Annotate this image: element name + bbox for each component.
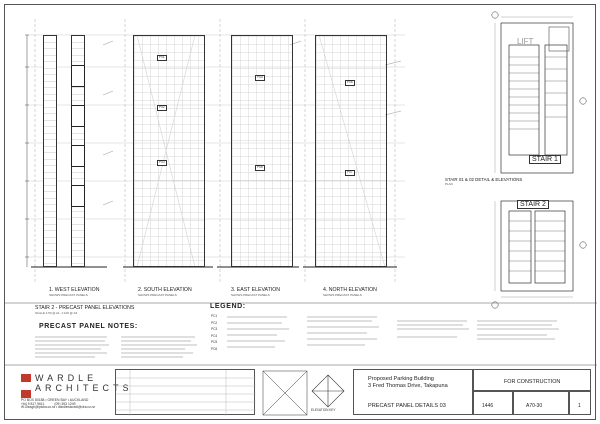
- legend-title: LEGEND:: [210, 303, 246, 310]
- firm-contact: PO BOX 80188 • GREEN BAY • AUCKLAND +64 …: [21, 398, 96, 410]
- west-opening-2: [71, 105, 85, 127]
- legend-list: PC1 PC2 PC3 PC4 PC5 PC6: [211, 314, 311, 352]
- stair-1-label: STAIR 1: [529, 155, 561, 164]
- status-block: FOR CONSTRUCTION: [473, 369, 591, 391]
- drawing-no-cell: A70-30: [513, 391, 569, 415]
- legend-code: PC1: [211, 314, 218, 318]
- panel-tag: P05: [255, 165, 265, 171]
- west-opening-4: [71, 185, 85, 207]
- sheet-title: PRECAST PANEL DETAILS 03: [368, 403, 446, 409]
- legend-code: PC4: [211, 333, 218, 338]
- firm-name-line2: ARCHITECTS: [35, 383, 133, 393]
- job-no: 1446: [482, 403, 494, 409]
- firm-fax: (09) 353 1249: [54, 401, 76, 406]
- firm-address: PO BOX 80188 • GREEN BAY • AUCKLAND: [21, 398, 89, 402]
- legend-code: PC3: [211, 327, 218, 332]
- revision-no: 1: [578, 403, 581, 409]
- stair-detail-title: STAIR 01 & 02 DETAIL & ELEVATIONS PLAN: [445, 177, 523, 186]
- drawing-no: A70-30: [526, 403, 543, 409]
- stair-2-label: STAIR 2: [517, 200, 549, 209]
- notes-text-lines: [227, 316, 559, 348]
- legend-code: PC5: [211, 340, 218, 345]
- south-elevation-panel: [133, 35, 205, 267]
- revision-cell: 1: [569, 391, 591, 415]
- notes-title: PRECAST PANEL NOTES:: [39, 323, 138, 330]
- revision-table: [115, 369, 256, 416]
- firm-phone: +64 9 817 9611: [21, 401, 45, 406]
- north-elevation-panel: [315, 35, 387, 267]
- job-no-cell: 1446: [473, 391, 513, 415]
- legend-code: PC6: [211, 346, 218, 351]
- firm-name-line1: WARDLE: [35, 373, 98, 383]
- firm-logo: WARDLE ARCHITECTS: [21, 373, 133, 398]
- panel-tag: P02: [157, 105, 167, 111]
- west-opening-1: [71, 65, 85, 87]
- panel-tag: P01: [157, 55, 167, 61]
- elevation-title-north: 4. NORTH ELEVATION SHOWS PRECAST PANELS: [323, 287, 377, 297]
- panel-tag: P04: [255, 75, 265, 81]
- elevation-title-east: 3. EAST ELEVATION SHOWS PRECAST PANELS: [231, 287, 281, 297]
- stair-section-title: STAIR 2 - PRECAST PANEL ELEVATIONS SCALE…: [35, 305, 135, 315]
- legend-code: PC2: [211, 320, 218, 325]
- elevation-title-west: 1. WEST ELEVATION SHOWS PRECAST PANELS: [49, 287, 100, 297]
- notes-body-lines: [35, 336, 197, 358]
- panel-tag: P07: [345, 170, 355, 176]
- east-elevation-panel: [231, 35, 293, 267]
- firm-email: W.Oleagh@ipistra.co.nz • wardlewiscedl@x…: [21, 405, 96, 410]
- elevation-title-south: 2. SOUTH ELEVATION SHOWS PRECAST PANELS: [138, 287, 192, 297]
- lift-label: LIFT: [517, 37, 534, 46]
- project-name: Proposed Parking Building: [368, 376, 434, 382]
- status-text: FOR CONSTRUCTION: [504, 379, 561, 385]
- project-block: Proposed Parking Building 3 Fred Thomas …: [353, 369, 473, 415]
- west-panel-stack-a: [43, 35, 57, 267]
- drawing-sheet: P01 P02 P03 P04 P05 P06 P07 1. WEST ELEV…: [4, 4, 597, 420]
- panel-tag: P03: [157, 160, 167, 166]
- project-address: 3 Fred Thomas Drive, Takapuna: [368, 383, 448, 389]
- panel-tag: P06: [345, 80, 355, 86]
- elevation-key-label: ELEVATION KEY: [311, 408, 336, 412]
- west-opening-3: [71, 145, 85, 167]
- logo-mark: [21, 374, 31, 398]
